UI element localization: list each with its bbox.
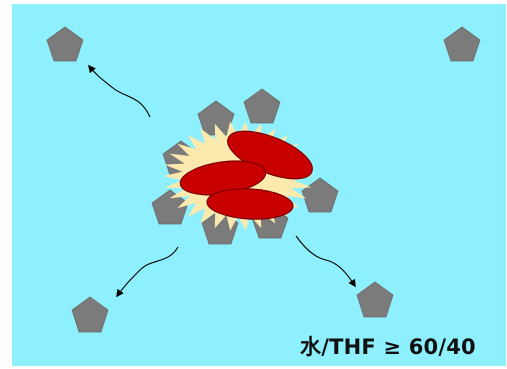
release-arrow-bottom-right-icon (295, 235, 356, 288)
solvent-ratio-label: 水/THF ≥ 60/40 (300, 335, 476, 359)
aggregated-molecule-ellipse (206, 188, 294, 220)
release-arrow-bottom-left-icon (116, 246, 179, 298)
shell-pentagon (301, 177, 339, 213)
free-pentagon-top-right (443, 26, 481, 62)
shell-pentagon (243, 88, 281, 124)
free-pentagon-top-left (46, 26, 84, 62)
release-arrow-top-left-icon (88, 64, 151, 118)
free-pentagon-bottom-right (356, 281, 394, 318)
free-pentagon-bottom-left (71, 296, 109, 333)
